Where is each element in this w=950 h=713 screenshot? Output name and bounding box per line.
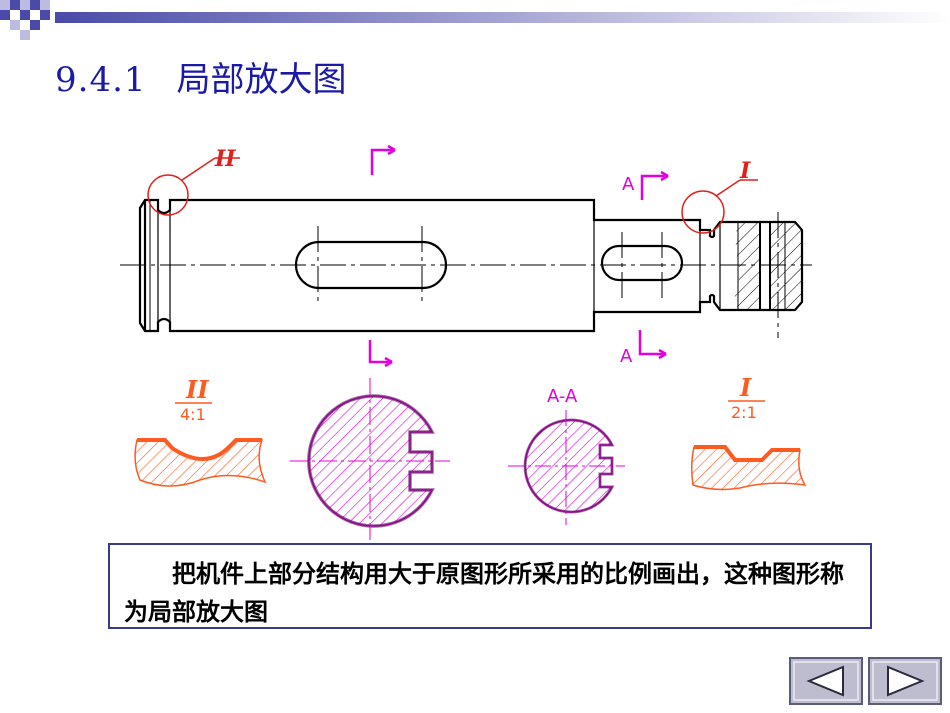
- detail-ii-profile: [134, 439, 267, 487]
- section-letter-a-bottom: A: [620, 346, 633, 367]
- page-title: 9.4.1 局部放大图: [55, 52, 347, 102]
- section-number: 9.4.1: [55, 60, 147, 100]
- description-text: 把机件上部分结构用大于原图形所采用的比例画出，这种图形称为局部放大图: [124, 559, 844, 626]
- detail-ii-scale: 4:1: [180, 405, 206, 424]
- section-aa-title: A-A: [547, 386, 578, 407]
- detail-label-ii: II: [214, 146, 236, 172]
- next-button[interactable]: [868, 657, 942, 705]
- section-markers: [368, 144, 669, 368]
- detail-i-scale: 2:1: [731, 403, 757, 422]
- detail-ii-title: II: [185, 375, 209, 404]
- section-view-aa: [508, 410, 625, 525]
- detail-label-i: I: [739, 158, 751, 184]
- detail-i-profile: [690, 446, 807, 491]
- detail-marker-ii: [147, 157, 240, 216]
- triangle-left-icon: [793, 661, 859, 701]
- detail-i-title: I: [739, 373, 752, 402]
- section-view-large: [290, 378, 450, 540]
- title-text: 局部放大图: [176, 60, 347, 100]
- description-box: 把机件上部分结构用大于原图形所采用的比例画出，这种图形称为局部放大图: [108, 543, 872, 629]
- engineering-drawing: A A II I II 4:1 A-A I 2:1: [120, 144, 812, 540]
- section-letter-a-top: A: [622, 174, 635, 195]
- triangle-right-icon: [872, 661, 938, 701]
- prev-button[interactable]: [789, 657, 863, 705]
- header-decoration: [0, 0, 950, 40]
- thread-hatch: [734, 222, 760, 310]
- center-lines: [120, 212, 812, 338]
- detail-marker-i: [681, 179, 758, 234]
